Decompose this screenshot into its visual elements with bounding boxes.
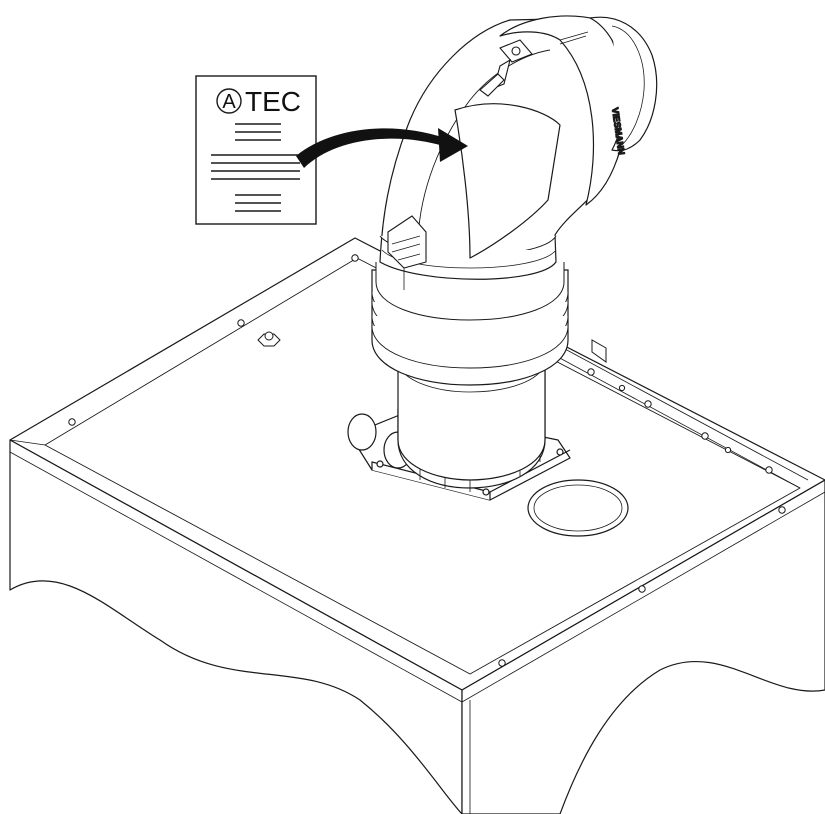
arrow-shaft (296, 128, 447, 168)
seal-rings (371, 262, 569, 386)
screw (68, 418, 76, 426)
curved-arrow (296, 128, 468, 168)
screw (587, 368, 595, 376)
gas-nut (257, 331, 281, 347)
screw (644, 400, 652, 408)
circle-a-mark (216, 88, 242, 114)
front-left-face (9, 439, 463, 814)
screw (351, 254, 359, 262)
atec-document: A TEC (195, 75, 317, 225)
screw (237, 319, 245, 327)
document-circle-letter: A (222, 91, 236, 113)
screw (765, 466, 773, 474)
front-latch (387, 215, 427, 290)
left-rim-strip (9, 439, 463, 703)
screw (778, 506, 786, 514)
panel-opening (527, 479, 629, 537)
screw (638, 585, 646, 593)
document-text-lines (211, 123, 300, 212)
side-plug (347, 413, 377, 451)
arrow-head (438, 128, 468, 162)
right-rim-strip (461, 491, 825, 703)
screw (618, 384, 626, 392)
elbow-end-ring (589, 16, 658, 152)
corner-edge (461, 690, 471, 814)
bracket-tab (591, 339, 607, 363)
screw (701, 432, 709, 440)
document-title: TEC (245, 86, 301, 117)
screw (498, 659, 506, 667)
clamp-buckle (479, 39, 533, 97)
front-right-face (461, 479, 825, 814)
flue-elbow: VIESMANN (379, 15, 658, 280)
panel-screws (68, 254, 786, 667)
screw (724, 446, 732, 454)
